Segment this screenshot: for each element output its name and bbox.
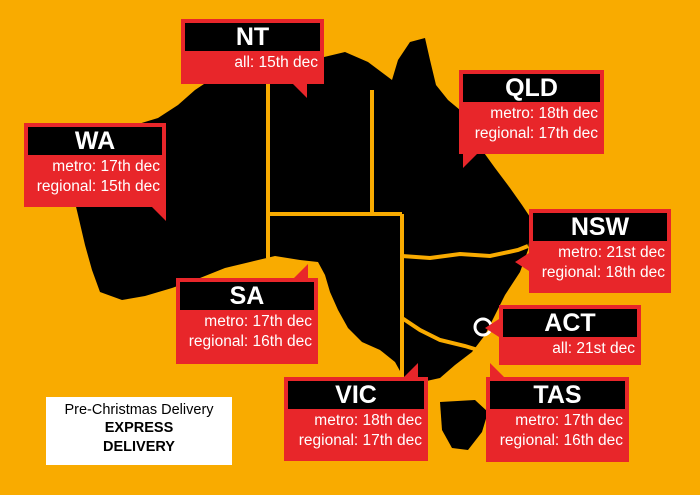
legend-delivery: DELIVERY [103, 439, 175, 455]
delivery-date-nsw-metro: metro: 21st dec [558, 244, 665, 261]
delivery-date-act-all: all: 21st dec [552, 340, 635, 357]
region-name-nsw: NSW [533, 213, 667, 241]
callout-pointer [293, 84, 307, 98]
legend-express: EXPRESS [104, 420, 174, 436]
region-name-act: ACT [503, 309, 637, 337]
delivery-date-qld-regional: regional: 17th dec [474, 125, 598, 142]
region-name-tas: TAS [490, 381, 625, 409]
state-borders [266, 52, 529, 378]
tasmania-island [440, 400, 488, 450]
delivery-date-sa-regional: regional: 16th dec [188, 333, 312, 350]
callout-sa: SA metro: 17th dec regional: 16th dec [176, 264, 318, 364]
callout-qld: QLD metro: 18th dec regional: 17th dec [459, 70, 604, 168]
callout-act: ACT all: 21st dec [485, 305, 641, 365]
mainland-australia [72, 38, 532, 382]
callout-vic: VIC metro: 18th dec regional: 17th dec [284, 363, 428, 461]
delivery-date-nt-all: all: 15th dec [234, 54, 318, 71]
callout-nsw: NSW metro: 21st dec regional: 18th dec [515, 209, 671, 293]
region-name-wa: WA [28, 127, 162, 155]
callout-tas: TAS metro: 17th dec regional: 16th dec [486, 363, 629, 462]
legend-subtitle: Pre-Christmas Delivery [64, 402, 214, 418]
callout-pointer [463, 154, 477, 168]
region-name-vic: VIC [288, 381, 424, 409]
delivery-date-tas-metro: metro: 17th dec [515, 412, 623, 429]
region-name-qld: QLD [463, 74, 600, 102]
delivery-date-wa-metro: metro: 17th dec [52, 158, 160, 175]
callout-pointer [152, 207, 166, 221]
legend-box: Pre-Christmas Delivery EXPRESS DELIVERY [46, 397, 232, 465]
callout-wa: WA metro: 17th dec regional: 15th dec [24, 123, 166, 221]
delivery-date-vic-metro: metro: 18th dec [314, 412, 422, 429]
delivery-date-nsw-regional: regional: 18th dec [541, 264, 665, 281]
delivery-date-sa-metro: metro: 17th dec [204, 313, 312, 330]
callout-pointer [515, 253, 529, 271]
delivery-date-wa-regional: regional: 15th dec [36, 178, 160, 195]
callout-pointer [490, 363, 504, 377]
delivery-date-tas-regional: regional: 16th dec [499, 432, 623, 449]
delivery-date-vic-regional: regional: 17th dec [298, 432, 422, 449]
callout-pointer [294, 264, 308, 278]
delivery-date-qld-metro: metro: 18th dec [490, 105, 598, 122]
callout-nt: NT all: 15th dec [181, 19, 324, 98]
region-name-nt: NT [185, 23, 320, 51]
callout-pointer [485, 319, 499, 337]
region-name-sa: SA [180, 282, 314, 310]
callout-pointer [404, 363, 418, 377]
